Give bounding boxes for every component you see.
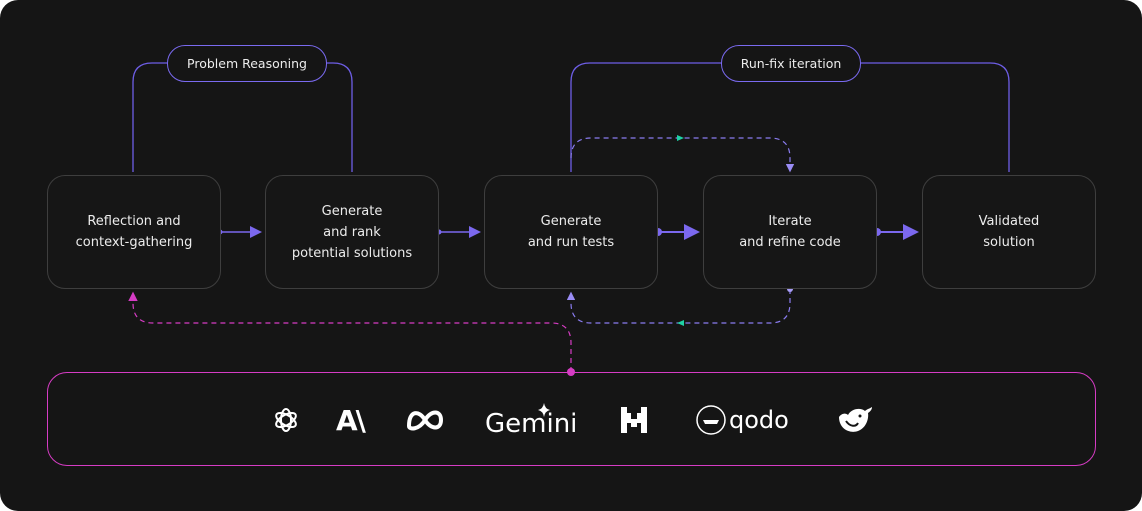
step-label: and rank <box>323 224 381 240</box>
step-generate-rank: Generate and rank potential solutions <box>265 175 439 289</box>
mistral-logo-icon <box>620 400 648 440</box>
step-label: solution <box>983 235 1035 250</box>
problem-reasoning-bracket-left <box>132 62 167 172</box>
meta-logo-icon <box>405 400 445 440</box>
step-reflection: Reflection and context-gathering <box>47 175 221 289</box>
step-label: Generate <box>321 203 383 219</box>
run-fix-bracket-right <box>859 62 1010 172</box>
step-label: Iterate <box>768 214 812 229</box>
step-label: Generate <box>540 214 602 229</box>
problem-reasoning-label: Problem Reasoning <box>167 45 327 82</box>
step-label: and refine code <box>739 235 841 250</box>
step-label: context-gathering <box>75 235 193 250</box>
feedback-arrow-bottom <box>677 320 684 326</box>
step-validated: Validated solution <box>922 175 1096 289</box>
step-label: potential solutions <box>291 245 413 261</box>
gemini-logo-icon: Gemini <box>485 404 577 444</box>
models-to-reflection-link <box>128 291 572 372</box>
step-iterate-refine: Iterate and refine code <box>703 175 877 289</box>
step-label: and run tests <box>527 235 615 250</box>
step-label: Reflection and <box>87 214 181 229</box>
step-generate-tests: Generate and run tests <box>484 175 658 289</box>
deepseek-logo-icon <box>836 400 874 440</box>
flow-arrow-1-2 <box>217 226 262 238</box>
fix-to-run-dashed-loop <box>566 289 791 324</box>
run-fix-iteration-label: Run-fix iteration <box>721 45 861 82</box>
qodo-wordmark: qodo <box>729 406 789 434</box>
problem-reasoning-bracket-right <box>325 62 353 172</box>
flow-arrow-2-3 <box>436 226 481 238</box>
openai-logo-icon <box>272 400 300 440</box>
gemini-wordmark: Gemini <box>485 409 578 439</box>
step-label: Validated <box>978 214 1040 229</box>
run-to-fix-dashed-loop <box>570 137 795 173</box>
gemini-star-icon <box>538 403 550 417</box>
flow-arrow-3-4 <box>654 224 700 240</box>
flow-arrow-4-5 <box>873 224 919 240</box>
run-fix-bracket-left <box>570 62 721 172</box>
models-panel <box>47 372 1096 466</box>
feedback-arrow-top <box>677 135 684 141</box>
anthropic-logo-icon: A\ <box>336 403 366 437</box>
qodo-logo-icon: qodo <box>695 400 789 440</box>
